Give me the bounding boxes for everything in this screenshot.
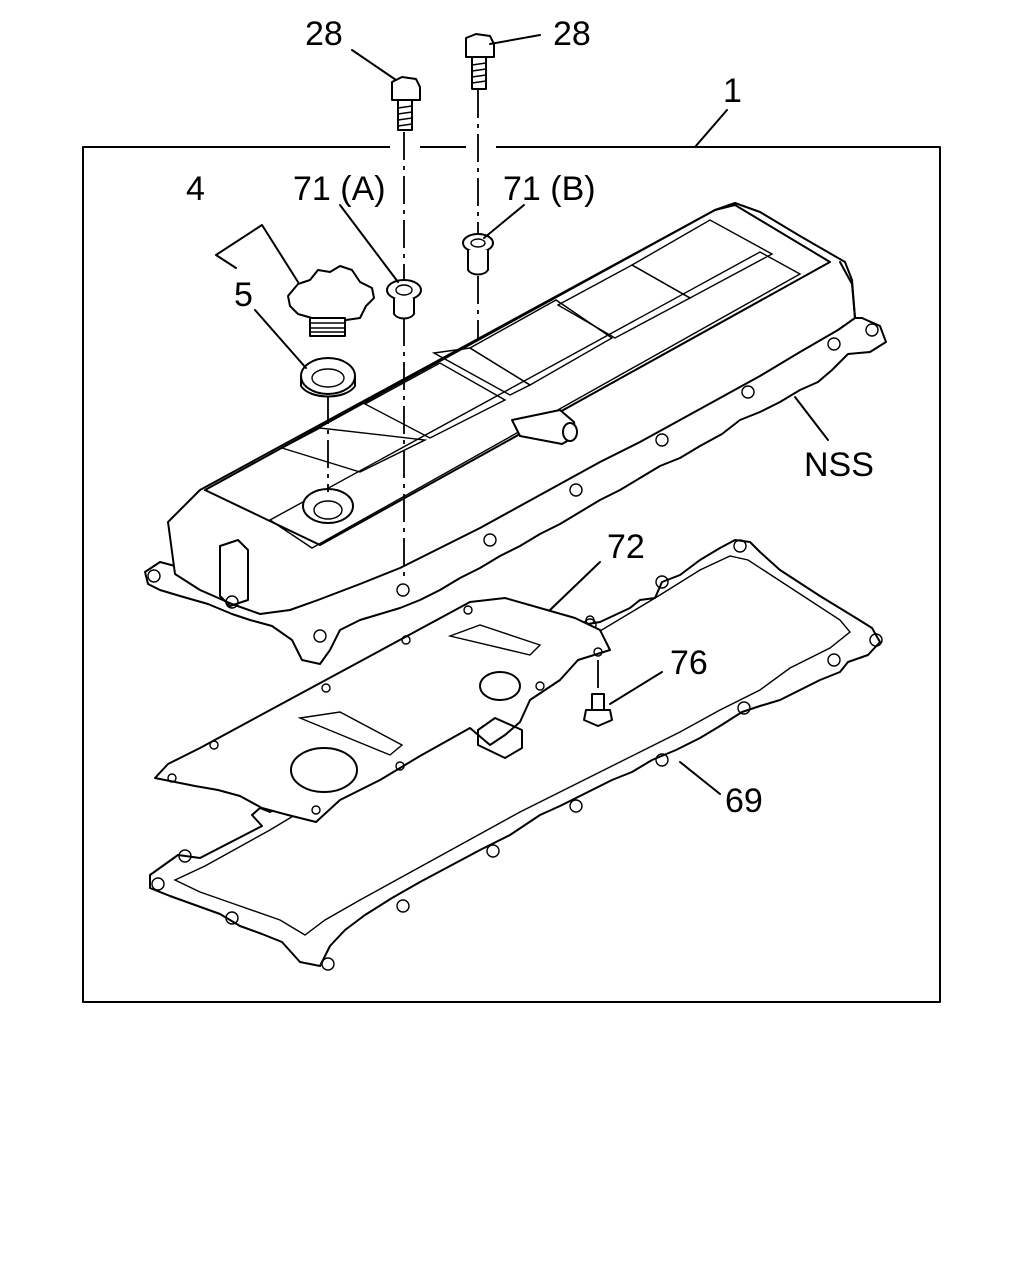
assembly-centerlines [327, 90, 599, 692]
callout-72: 72 [607, 528, 645, 566]
baffle-plate [154, 597, 611, 823]
bolt-left [391, 76, 421, 131]
grommet-b [462, 233, 494, 276]
oil-filler-cap [287, 265, 375, 337]
callout-nss: NSS [804, 446, 874, 484]
valve-cover [144, 202, 887, 665]
callout-28-right: 28 [553, 15, 591, 53]
callout-28-left: 28 [305, 15, 343, 53]
callout-5: 5 [234, 276, 253, 314]
cover-gasket [149, 539, 883, 971]
grommet-a [386, 279, 422, 320]
leader-lines [215, 34, 829, 795]
assembly-frame [82, 146, 941, 1003]
cap-gasket [300, 357, 356, 398]
baffle-bolt [583, 693, 613, 727]
callout-71b: 71 (B) [503, 170, 596, 208]
callout-71a: 71 (A) [293, 170, 386, 208]
callout-1: 1 [723, 72, 742, 110]
callout-69: 69 [725, 782, 763, 820]
callout-76: 76 [670, 644, 708, 682]
callout-4: 4 [186, 170, 205, 208]
bolt-right [465, 33, 495, 90]
